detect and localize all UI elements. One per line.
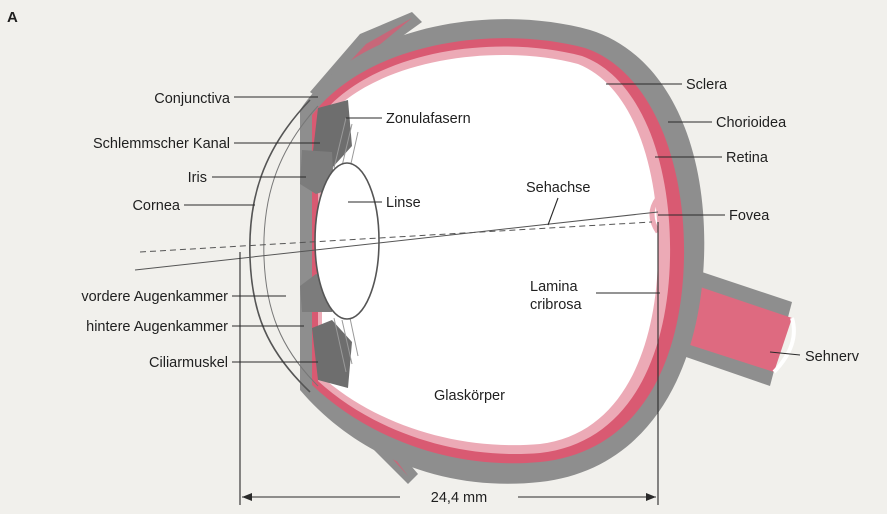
label-sclera: Sclera xyxy=(686,77,728,93)
label-conjunctiva: Conjunctiva xyxy=(154,91,231,107)
label-schlemm-canal: Schlemmscher Kanal xyxy=(93,136,230,152)
label-cribrosa: cribrosa xyxy=(530,297,583,313)
label-zonula-fibres: Zonulafasern xyxy=(386,111,471,127)
label-anterior-chamber: vordere Augenkammer xyxy=(81,289,228,305)
dimension-arrow-left xyxy=(242,493,252,501)
label-vitreous: Glaskörper xyxy=(434,388,505,404)
panel-letter: A xyxy=(7,9,18,26)
label-retina: Retina xyxy=(726,150,769,166)
label-lamina: Lamina xyxy=(530,279,578,295)
label-fovea: Fovea xyxy=(729,208,770,224)
label-visual-axis: Sehachse xyxy=(526,180,591,196)
label-lens: Linse xyxy=(386,195,421,211)
label-cornea: Cornea xyxy=(132,198,180,214)
label-chorioidea: Chorioidea xyxy=(716,115,787,131)
dimension-arrow-right xyxy=(646,493,656,501)
label-iris: Iris xyxy=(188,170,207,186)
label-ciliary-muscle: Ciliarmuskel xyxy=(149,355,228,371)
label-optic-nerve: Sehnerv xyxy=(805,349,860,365)
label-posterior-chamber: hintere Augenkammer xyxy=(86,319,228,335)
label-axial-length: 24,4 mm xyxy=(431,490,487,506)
